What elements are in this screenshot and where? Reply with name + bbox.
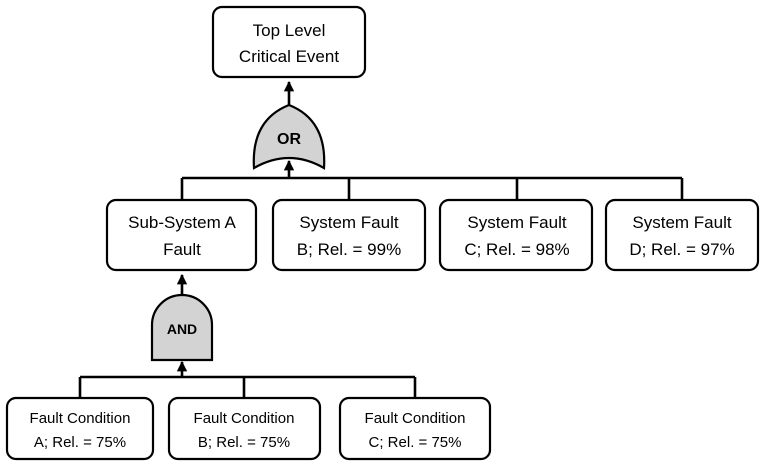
and-gate-label: AND	[167, 321, 197, 337]
subsystem-a-line1: Sub-System A	[128, 213, 236, 232]
system-fault-d-line1: System Fault	[632, 213, 731, 232]
subsystem-a-line2: Fault	[163, 240, 201, 259]
subsystem-a-node: Sub-System A Fault	[105, 198, 258, 272]
fault-condition-b-node: Fault Condition B; Rel. = 75%	[167, 396, 322, 461]
fault-condition-b-line2: B; Rel. = 75%	[198, 434, 290, 451]
top-event-line1: Top Level	[253, 21, 326, 40]
system-fault-c-line2: C; Rel. = 98%	[464, 240, 569, 259]
and-gate: AND	[150, 293, 214, 362]
fault-condition-b-line1: Fault Condition	[194, 410, 295, 427]
system-fault-c-line1: System Fault	[467, 213, 566, 232]
system-fault-b-line2: B; Rel. = 99%	[297, 240, 401, 259]
system-fault-d-node: System Fault D; Rel. = 97%	[604, 198, 760, 272]
fault-condition-a-line2: A; Rel. = 75%	[34, 434, 126, 451]
or-gate-label: OR	[277, 131, 301, 148]
fault-condition-c-line2: C; Rel. = 75%	[369, 434, 462, 451]
system-fault-b-node: System Fault B; Rel. = 99%	[271, 198, 427, 272]
top-event-node: Top Level Critical Event	[211, 5, 367, 79]
fault-condition-a-line1: Fault Condition	[30, 410, 131, 427]
fault-condition-a-node: Fault Condition A; Rel. = 75%	[5, 396, 155, 461]
system-fault-d-line2: D; Rel. = 97%	[629, 240, 734, 259]
fault-condition-c-node: Fault Condition C; Rel. = 75%	[338, 396, 492, 461]
system-fault-b-line1: System Fault	[299, 213, 398, 232]
fault-condition-c-line1: Fault Condition	[365, 410, 466, 427]
top-event-line2: Critical Event	[239, 47, 339, 66]
system-fault-c-node: System Fault C; Rel. = 98%	[438, 198, 594, 272]
or-gate: OR	[252, 103, 326, 170]
